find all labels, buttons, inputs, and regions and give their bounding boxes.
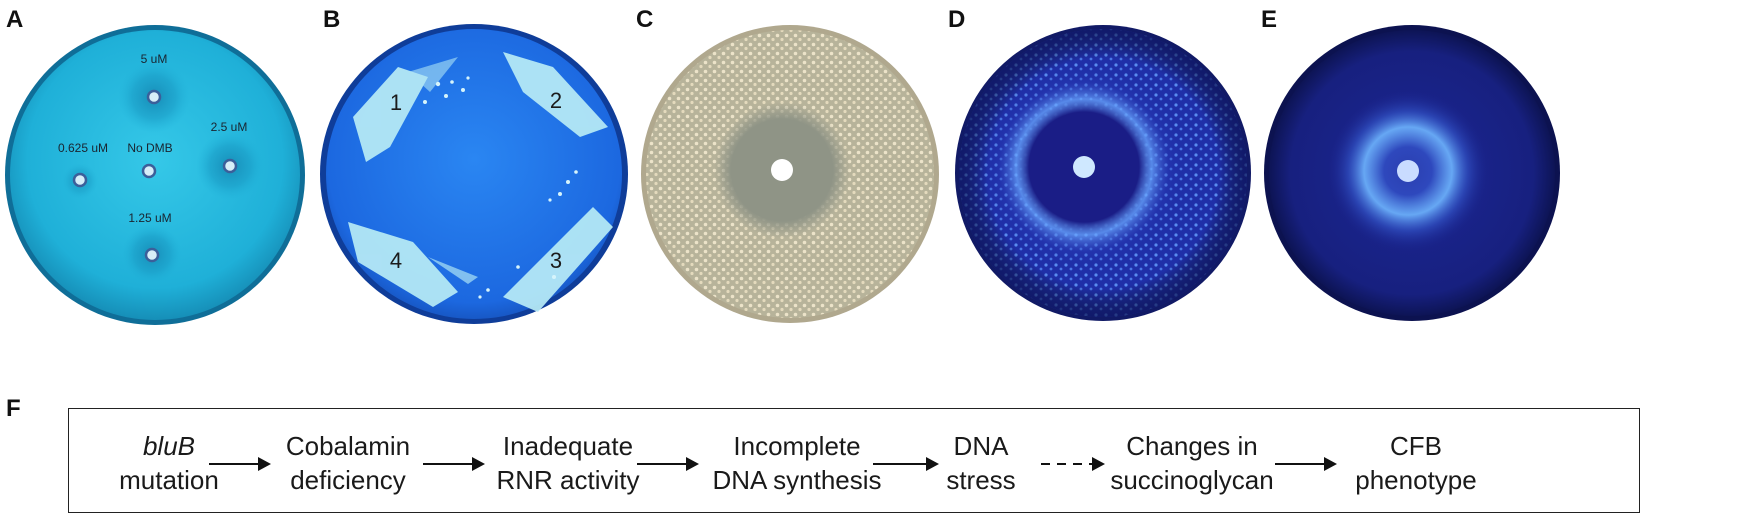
flow-arrow [423, 457, 485, 471]
flow-step-line1: DNA [953, 431, 1009, 461]
panel-letter-e: E [1261, 6, 1278, 33]
flow-step-line2: mutation [119, 465, 219, 495]
flow-step-line1: bluB [142, 431, 196, 461]
flow-step-line2: phenotype [1355, 465, 1477, 495]
label-1.25um: 1.25 uM [128, 211, 171, 225]
streak-1 [353, 67, 428, 162]
panel-letter-d: D [948, 6, 966, 33]
disc-5um [146, 89, 162, 105]
flow-step-line1: Inadequate [502, 431, 634, 461]
flow-arrow-dashed [1041, 457, 1105, 471]
flow-step-line1: Changes in [1126, 431, 1258, 461]
disc-no-dmb [141, 163, 157, 179]
label-2.5um: 2.5 uM [211, 120, 248, 134]
streak-3 [503, 207, 613, 312]
plate-a: 5 uM 0.625 uM No DMB 2.5 uM 1.25 uM [2, 22, 308, 328]
plate-a-image: 5 uM 0.625 uM No DMB 2.5 uM 1.25 uM [5, 25, 305, 325]
flow-step-line2: DNA synthesis [712, 465, 882, 495]
flow-step-line2: stress [946, 465, 1016, 495]
panel-letter-a: A [6, 6, 24, 33]
flow-step-cfb-phenotype: CFB phenotype [1341, 429, 1491, 497]
plate-c [640, 24, 940, 324]
flow-step-line1: Cobalamin [285, 431, 411, 461]
label-0.625um: 0.625 uM [58, 141, 108, 155]
plate-e-image [1264, 25, 1560, 321]
flow-step-dna-stress: DNA stress [931, 429, 1031, 497]
streak-number-1: 1 [390, 90, 402, 115]
streak-4 [348, 222, 458, 307]
flow-step-changes-in-succinoglycan: Changes in succinoglycan [1099, 429, 1285, 497]
streak-number-2: 2 [550, 88, 562, 113]
plate-d-image [955, 25, 1251, 321]
flow-step-line2: RNR activity [496, 465, 640, 495]
label-no-dmb: No DMB [127, 141, 172, 155]
panel-letter-b: B [323, 6, 341, 33]
disc-d [1073, 156, 1095, 178]
plate-b: 1 2 3 4 [318, 22, 630, 326]
streak-number-4: 4 [390, 248, 402, 273]
flow-step-line2: deficiency [290, 465, 406, 495]
plate-b-image: 1 2 3 4 [320, 24, 628, 324]
streak-number-3: 3 [550, 248, 562, 273]
label-5um: 5 uM [141, 52, 168, 66]
panel-letter-c: C [636, 6, 654, 33]
flow-diagram: bluB mutation Cobalamin deficiency Inade… [68, 408, 1640, 513]
flow-step-cobalamin-deficiency: Cobalamin deficiency [273, 429, 423, 497]
disc-e [1397, 160, 1419, 182]
disc-2.5um [222, 158, 238, 174]
flow-arrow [637, 457, 699, 471]
flow-arrow [209, 457, 271, 471]
disc-0.625um [72, 172, 88, 188]
flow-arrow [1275, 457, 1337, 471]
disc-1.25um [144, 247, 160, 263]
flow-step-line1: CFB [1390, 431, 1442, 461]
flow-arrow [873, 457, 939, 471]
streak-2 [503, 52, 608, 137]
plate-d [953, 22, 1253, 324]
flow-step-incomplete-dna-synthesis: Incomplete DNA synthesis [697, 429, 897, 497]
plate-c-image [641, 25, 939, 323]
flow-step-line1: Incomplete [733, 431, 861, 461]
disc-c [771, 159, 793, 181]
flow-step-blub-mutation: bluB mutation [109, 429, 229, 497]
flow-step-line2: succinoglycan [1110, 465, 1274, 495]
panel-letter-f: F [6, 395, 21, 422]
flow-step-inadequate-rnr: Inadequate RNR activity [483, 429, 653, 497]
plate-e [1262, 22, 1562, 324]
